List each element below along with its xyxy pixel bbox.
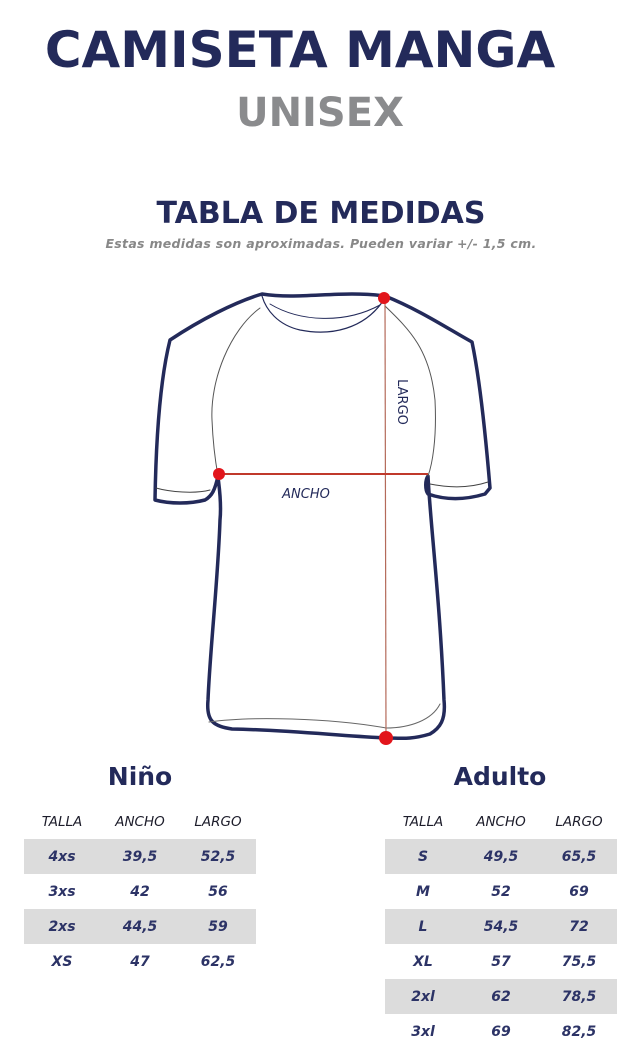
length-cell: 82,5: [561, 1023, 597, 1040]
length-cell: 52,5: [180, 839, 256, 874]
size-cell: 2xs: [24, 909, 100, 944]
table-row: 2xl 62 78,5: [385, 979, 617, 1014]
tshirt-diagram: ANCHO LARGO: [153, 292, 492, 745]
width-cell: 69: [491, 1023, 511, 1040]
width-cell: 62: [461, 979, 541, 1014]
width-cell: 54,5: [461, 909, 541, 944]
product-title: CAMISETA MANGA: [44, 21, 556, 79]
column-header-size: TALLA: [41, 813, 83, 830]
size-cell: S: [385, 839, 461, 874]
table-row: 4xs 39,5 52,5: [24, 839, 256, 874]
tshirt-outline: [153, 292, 492, 741]
column-header-size: TALLA: [402, 813, 444, 830]
length-label: LARGO: [394, 379, 409, 425]
kids-section-title: Niño: [107, 762, 173, 791]
table-row: 3xs 42 56: [24, 874, 256, 909]
size-cell: M: [416, 883, 430, 900]
length-cell: 72: [541, 909, 617, 944]
adult-section-title: Adulto: [453, 762, 547, 791]
size-cell: 4xs: [24, 839, 100, 874]
column-header-width: ANCHO: [115, 813, 165, 830]
size-cell: L: [385, 909, 461, 944]
kids-size-table: TALLA ANCHO LARGO 4xs 39,5 52,5 3xs 42 5…: [24, 804, 256, 979]
column-header-length: LARGO: [555, 813, 603, 830]
width-cell: 39,5: [100, 839, 180, 874]
marker-dot-armpit: [213, 468, 225, 480]
marker-dot-hem: [379, 731, 393, 745]
length-cell: 69: [569, 883, 589, 900]
width-cell: 52: [491, 883, 511, 900]
width-cell: 57: [491, 953, 511, 970]
table-row: 2xs 44,5 59: [24, 909, 256, 944]
product-subtitle: UNISEX: [236, 90, 404, 136]
size-cell: 2xl: [385, 979, 461, 1014]
table-row: S 49,5 65,5: [385, 839, 617, 874]
column-header-length: LARGO: [194, 813, 242, 830]
length-cell: 78,5: [541, 979, 617, 1014]
size-chart-note: Estas medidas son aproximadas. Pueden va…: [105, 236, 537, 251]
column-header-width: ANCHO: [476, 813, 526, 830]
table-row: M 52 69: [385, 874, 617, 909]
size-cell: 3xl: [411, 1023, 435, 1040]
length-cell: 65,5: [541, 839, 617, 874]
table-row: L 54,5 72: [385, 909, 617, 944]
marker-dot-shoulder: [378, 292, 390, 304]
width-label: ANCHO: [281, 487, 330, 502]
length-cell: 75,5: [561, 953, 597, 970]
length-line: [384, 297, 387, 738]
table-row: XL 57 75,5: [385, 944, 617, 979]
width-cell: 49,5: [461, 839, 541, 874]
width-cell: 42: [130, 883, 150, 900]
size-chart-title: TABLA DE MEDIDAS: [156, 196, 486, 231]
length-cell: 56: [208, 883, 228, 900]
size-cell: 3xs: [48, 883, 76, 900]
table-row: 3xl 69 82,5: [385, 1014, 617, 1049]
size-cell: XL: [413, 953, 433, 970]
adult-size-table: TALLA ANCHO LARGO S 49,5 65,5 M 52 69 L …: [385, 804, 617, 1049]
length-cell: 62,5: [200, 953, 236, 970]
size-cell: XS: [51, 953, 73, 970]
width-cell: 44,5: [100, 909, 180, 944]
table-row: XS 47 62,5: [24, 944, 256, 979]
length-cell: 59: [180, 909, 256, 944]
width-cell: 47: [130, 953, 150, 970]
